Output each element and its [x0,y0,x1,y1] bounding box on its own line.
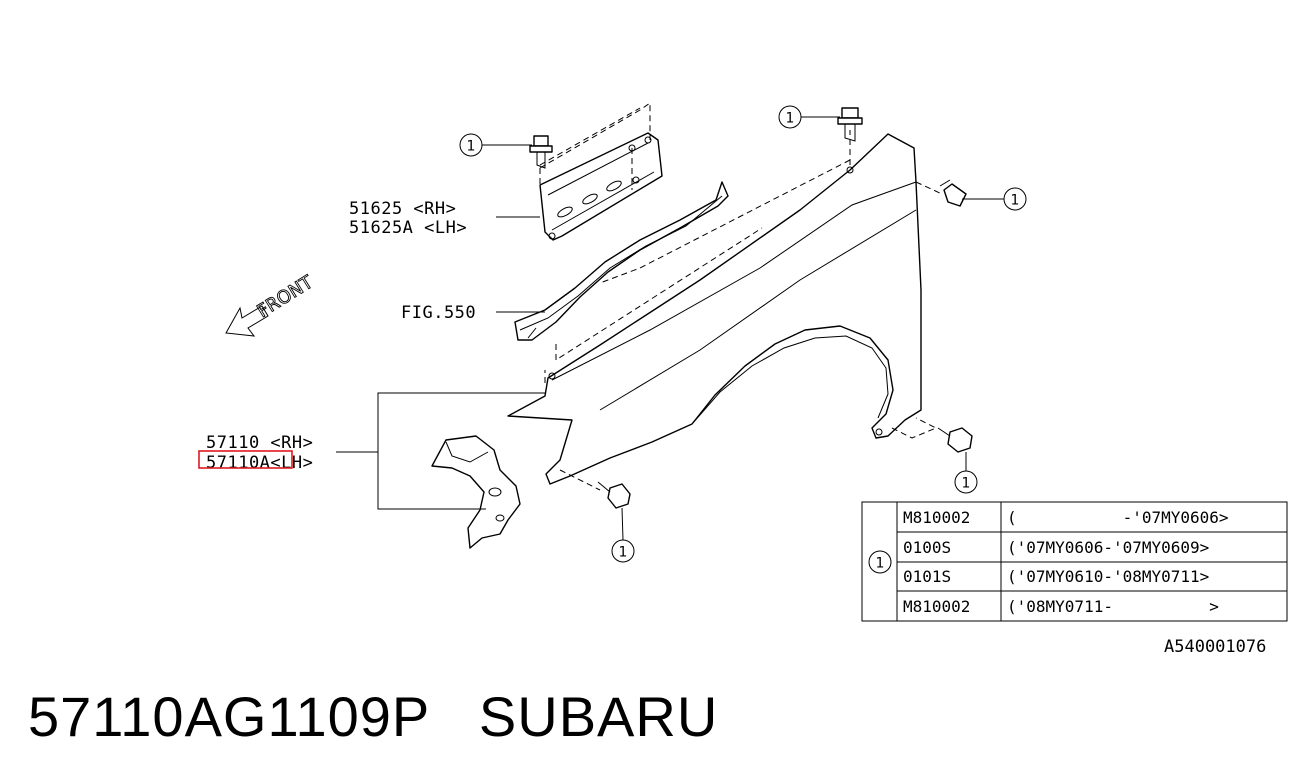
table-row-part: 0100S [903,538,951,557]
fender-liner [431,435,521,549]
front-direction-arrow: FRONT [225,271,318,337]
bolt-bottom-left [597,481,631,509]
svg-text:1: 1 [786,111,795,127]
fender-bracket [539,132,663,241]
svg-text:FRONT: FRONT [254,271,318,322]
bracket-part-rh: 51625 <RH> [349,199,456,219]
fender-seal [514,181,729,341]
svg-text:1: 1 [962,476,971,492]
svg-text:1: 1 [1011,193,1020,209]
callout-1-right: 1 [962,187,1027,211]
bolt-bottom-right [937,427,973,453]
fig-reference: FIG.550 [401,303,476,323]
bolt-table: 1 M810002 ( -'07MY0606> 0100S ('07MY0606… [861,501,1288,622]
table-row-range: ('07MY0606-'07MY0609> [1007,538,1209,557]
table-row-part: M810002 [903,597,970,616]
callout-1-bottom-right: 1 [954,452,978,494]
table-ref: 1 [876,556,885,572]
highlight-box [198,450,293,469]
callout-1-top-left: 1 [459,133,532,157]
bolt-top-fender [837,107,863,142]
table-row-range: ( -'07MY0606> [1007,508,1229,527]
bolt-right-fender [939,179,967,207]
table-row-part: M810002 [903,508,970,527]
front-fender [507,133,922,485]
fender-callout: 57110 <RH> 57110A<LH> [198,392,545,510]
svg-text:1: 1 [467,139,476,155]
fender-part-lh: 57110A<LH> [206,453,313,473]
part-number-caption: 57110AG1109P SUBARU [28,685,719,748]
diagram-code: A540001076 [1164,637,1266,657]
bracket-callout: 51625 <RH> 51625A <LH> [349,199,540,238]
bolt-top-bracket [529,135,553,169]
table-row-part: 0101S [903,567,951,586]
fig-ref-callout: FIG.550 [401,303,545,323]
callout-1-bottom-left: 1 [611,507,635,563]
callout-1-top-right: 1 [778,105,840,129]
fender-part-rh: 57110 <RH> [206,433,313,453]
table-row-range: ('07MY0610-'08MY0711> [1007,567,1209,586]
svg-text:1: 1 [619,545,628,561]
table-row-range: ('08MY0711- > [1007,597,1219,616]
bracket-part-lh: 51625A <LH> [349,218,467,238]
